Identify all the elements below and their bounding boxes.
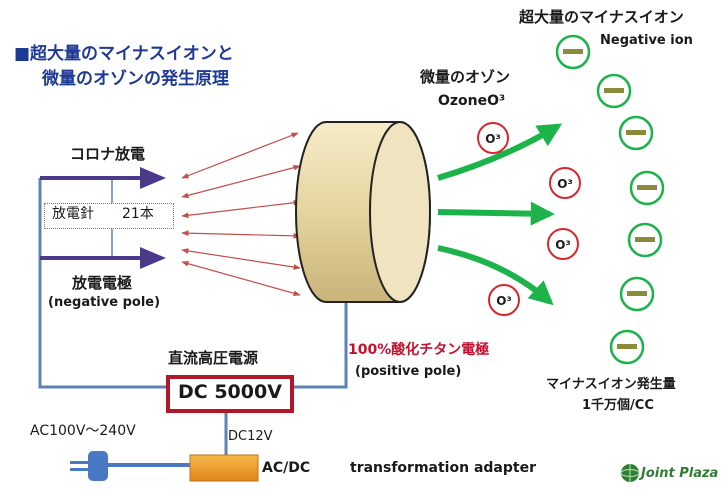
generation-label: マイナスイオン発生量 — [546, 377, 676, 392]
minus-icon — [635, 237, 655, 242]
ion-flow-arrows — [437, 123, 563, 306]
titanium-electrode-label: 100%酸化チタン電極 — [348, 342, 490, 358]
wire-negative — [38, 178, 166, 389]
ozone-circle — [547, 228, 579, 260]
electrode-label: 放電電極 — [72, 274, 133, 292]
corona-discharge-label: コロナ放電 — [70, 145, 146, 163]
ac-input-label: AC100V～240V — [30, 423, 136, 439]
flow-arrow-middle — [437, 201, 555, 226]
ozone-circle — [477, 122, 509, 154]
logo-globe-icon — [620, 464, 640, 482]
title-line-2: 微量のオゾンの発生原理 — [42, 69, 229, 89]
minus-signs — [563, 49, 657, 349]
generation-count: 1千万個/CC — [582, 398, 654, 413]
negative-ion-label-en: Negative ion — [600, 33, 693, 48]
ozone-circle — [549, 167, 581, 199]
minus-icon — [627, 291, 647, 296]
dc12-label: DC12V — [228, 429, 273, 444]
corona-arrow — [140, 167, 166, 189]
wiring — [38, 178, 348, 467]
electrode-arrow — [140, 247, 166, 269]
wire-positive — [294, 300, 348, 389]
needle-count: 21本 — [122, 206, 154, 222]
minus-icon — [604, 88, 624, 93]
dc-output-box — [166, 375, 294, 413]
needle-box — [44, 203, 174, 229]
minus-icon — [637, 185, 657, 190]
title-line-1: ■超大量のマイナスイオンと — [14, 44, 234, 64]
dc-output-value: DC 5000V — [178, 381, 282, 403]
ozone-label-en: OzoneO³ — [438, 93, 506, 109]
ozone-symbol: O³ — [555, 238, 570, 252]
ac-dc-adapter — [189, 454, 259, 482]
ozone-circle — [488, 284, 520, 316]
negative-ion-label-jp: 超大量のマイナスイオン — [519, 8, 684, 26]
electrode-arrows — [40, 167, 166, 269]
ac-dc-label: AC/DC — [262, 460, 311, 476]
minus-icon — [626, 130, 646, 135]
field-lines — [181, 132, 301, 297]
ozone-label-jp: 微量のオゾン — [420, 68, 511, 86]
flow-arrow-upper — [437, 123, 563, 181]
power-supply-label: 直流高圧電源 — [168, 349, 259, 367]
ozone-symbol: O³ — [496, 294, 511, 308]
negative-ions — [555, 34, 665, 365]
titanium-cylinder — [295, 121, 431, 303]
minus-icon — [563, 49, 583, 54]
negative-pole-label: (negative pole) — [48, 295, 161, 310]
flow-arrow-lower — [437, 245, 554, 306]
needle-label: 放電針 — [52, 206, 94, 222]
adapter-label: transformation adapter — [350, 460, 536, 476]
logo-text: Joint Plaza — [641, 466, 719, 481]
ozone-symbols: O³ O³ O³ O³ — [485, 132, 572, 308]
ozone-molecules — [477, 122, 581, 316]
power-plug-icon — [70, 451, 108, 481]
ozone-symbol: O³ — [485, 132, 500, 146]
ozone-symbol: O³ — [557, 177, 572, 191]
positive-pole-label: (positive pole) — [355, 364, 462, 379]
minus-icon — [617, 344, 637, 349]
